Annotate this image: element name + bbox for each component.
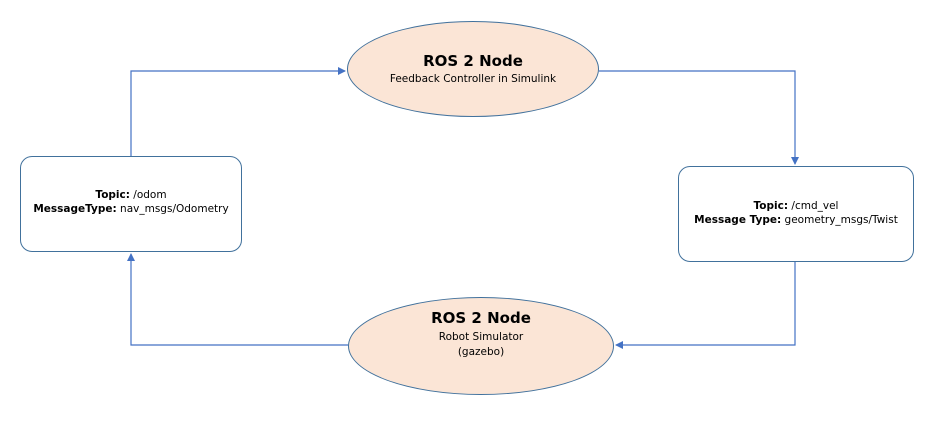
robot-simulator-node-subtitle: Robot Simulator (gazebo) [349, 330, 613, 360]
feedback-controller-node-subtitle: Feedback Controller in Simulink [389, 73, 557, 85]
cmd-vel-topic-box: Topic: /cmd_vel Message Type: geometry_m… [678, 166, 914, 262]
robot-simulator-subtitle-line1: Robot Simulator [438, 331, 524, 343]
odom-type-label: MessageType: [33, 203, 117, 215]
feedback-controller-node: ROS 2 Node Feedback Controller in Simuli… [347, 21, 599, 117]
odom-topic-label: Topic: [95, 189, 130, 201]
robot-simulator-subtitle-line2: (gazebo) [457, 346, 505, 358]
cmd-vel-type-value: geometry_msgs/Twist [781, 214, 898, 226]
edge-controller-to-cmd-vel [599, 70, 799, 165]
robot-simulator-node: ROS 2 Node Robot Simulator (gazebo) [348, 297, 614, 395]
odom-type-row: MessageType: nav_msgs/Odometry [21, 202, 241, 216]
edge-cmd-vel-to-simulator [615, 262, 796, 349]
edge-simulator-to-odom [127, 253, 348, 346]
odom-topic-value: /odom [129, 189, 167, 201]
edge-odom-to-controller [130, 67, 346, 156]
odom-topic-box: Topic: /odom MessageType: nav_msgs/Odome… [20, 156, 242, 252]
odom-topic-row: Topic: /odom [21, 188, 241, 202]
cmd-vel-type-label: Message Type: [694, 214, 782, 226]
feedback-controller-node-title: ROS 2 Node [423, 52, 523, 70]
odom-type-value: nav_msgs/Odometry [116, 203, 229, 215]
robot-simulator-node-title: ROS 2 Node [431, 309, 531, 327]
cmd-vel-topic-label: Topic: [753, 200, 789, 212]
cmd-vel-topic-row: Topic: /cmd_vel [679, 199, 913, 213]
cmd-vel-type-row: Message Type: geometry_msgs/Twist [679, 213, 913, 227]
cmd-vel-topic-value: /cmd_vel [788, 200, 839, 212]
